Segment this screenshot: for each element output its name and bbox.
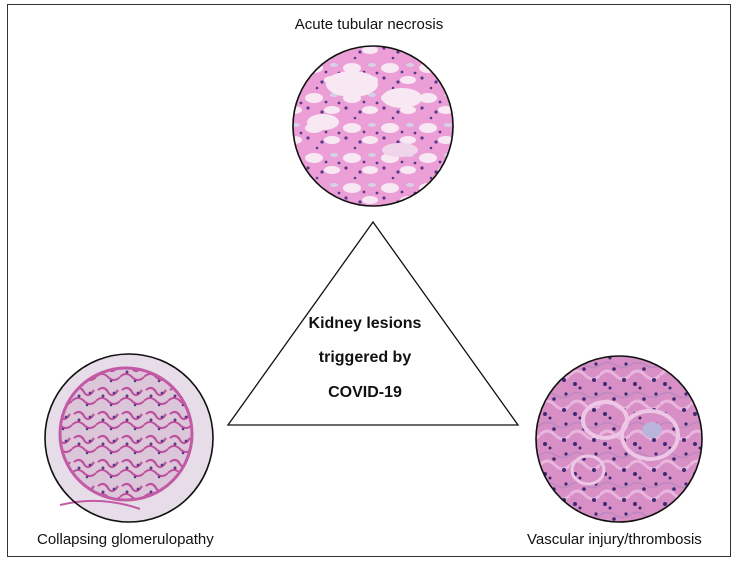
collapsing-glomerulopathy-label: Collapsing glomerulopathy [37, 531, 214, 548]
acute-tubular-necrosis-image [292, 45, 454, 207]
acute-tubular-necrosis-label: Acute tubular necrosis [294, 16, 444, 33]
center-triangle [226, 220, 520, 426]
collapsing-glomerulopathy-image [44, 353, 214, 523]
vascular-injury-thrombosis-label: Vascular injury/thrombosis [527, 531, 702, 548]
center-title-line-1: Kidney lesions [308, 315, 422, 332]
center-title-line-3: COVID-19 [328, 384, 402, 401]
center-title-line-2: triggered by [318, 349, 412, 366]
vascular-injury-thrombosis-image [535, 355, 703, 523]
